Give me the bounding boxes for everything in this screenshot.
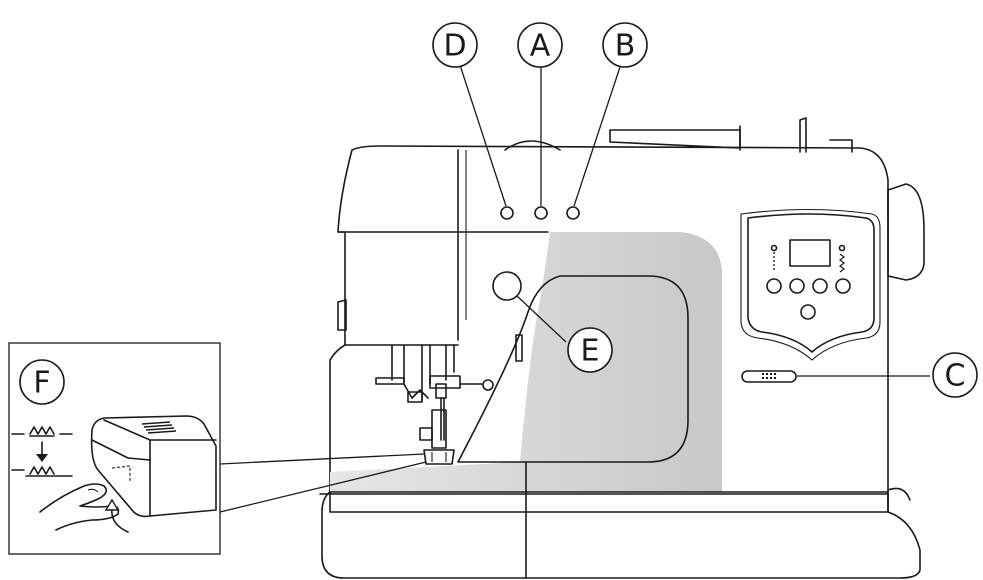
button-d[interactable] <box>500 206 514 220</box>
callout-c-label: C <box>945 359 966 394</box>
arm-opening <box>457 275 689 463</box>
callout-e: E <box>567 327 613 373</box>
button-a[interactable] <box>534 206 548 220</box>
bobbin-winder-pin <box>799 117 807 153</box>
callout-a: A <box>517 22 563 68</box>
callout-b-label: B <box>615 29 636 64</box>
callout-b: B <box>602 22 648 68</box>
finger-illustration <box>39 483 120 531</box>
presser-foot-assembly <box>375 344 494 465</box>
free-arm-box <box>90 415 217 518</box>
callout-f-label: F <box>33 366 50 401</box>
speed-slider[interactable] <box>741 370 797 383</box>
leader-f-bottom <box>219 461 427 513</box>
control-panel <box>747 213 875 353</box>
feed-dog-symbol <box>11 426 73 477</box>
leader-f-top <box>219 453 425 465</box>
panel-button-5[interactable] <box>800 304 816 320</box>
panel-button-3[interactable] <box>812 278 828 294</box>
callout-f: F <box>19 359 65 405</box>
straight-stitch-icon <box>770 244 778 252</box>
callout-d-label: D <box>443 29 466 64</box>
panel-button-2[interactable] <box>789 278 805 294</box>
zigzag-stitch-icon <box>838 244 846 252</box>
machine-bed <box>321 491 921 579</box>
callout-e-label: E <box>581 334 600 369</box>
leader-b <box>573 63 622 207</box>
panel-button-1[interactable] <box>766 278 782 294</box>
callout-c: C <box>932 352 978 398</box>
button-e[interactable] <box>492 271 522 301</box>
handwheel <box>887 183 925 281</box>
callout-a-label: A <box>530 29 551 64</box>
panel-button-4[interactable] <box>835 278 851 294</box>
thread-cover <box>504 140 561 151</box>
leader-e <box>516 295 567 343</box>
button-b[interactable] <box>566 206 580 220</box>
lcd-display <box>789 239 831 267</box>
machine-body <box>319 117 925 579</box>
callout-d: D <box>432 22 478 68</box>
spool-pin <box>609 129 741 149</box>
arch-shade <box>330 232 722 492</box>
machine-housing <box>329 145 889 513</box>
leader-d <box>458 61 507 207</box>
